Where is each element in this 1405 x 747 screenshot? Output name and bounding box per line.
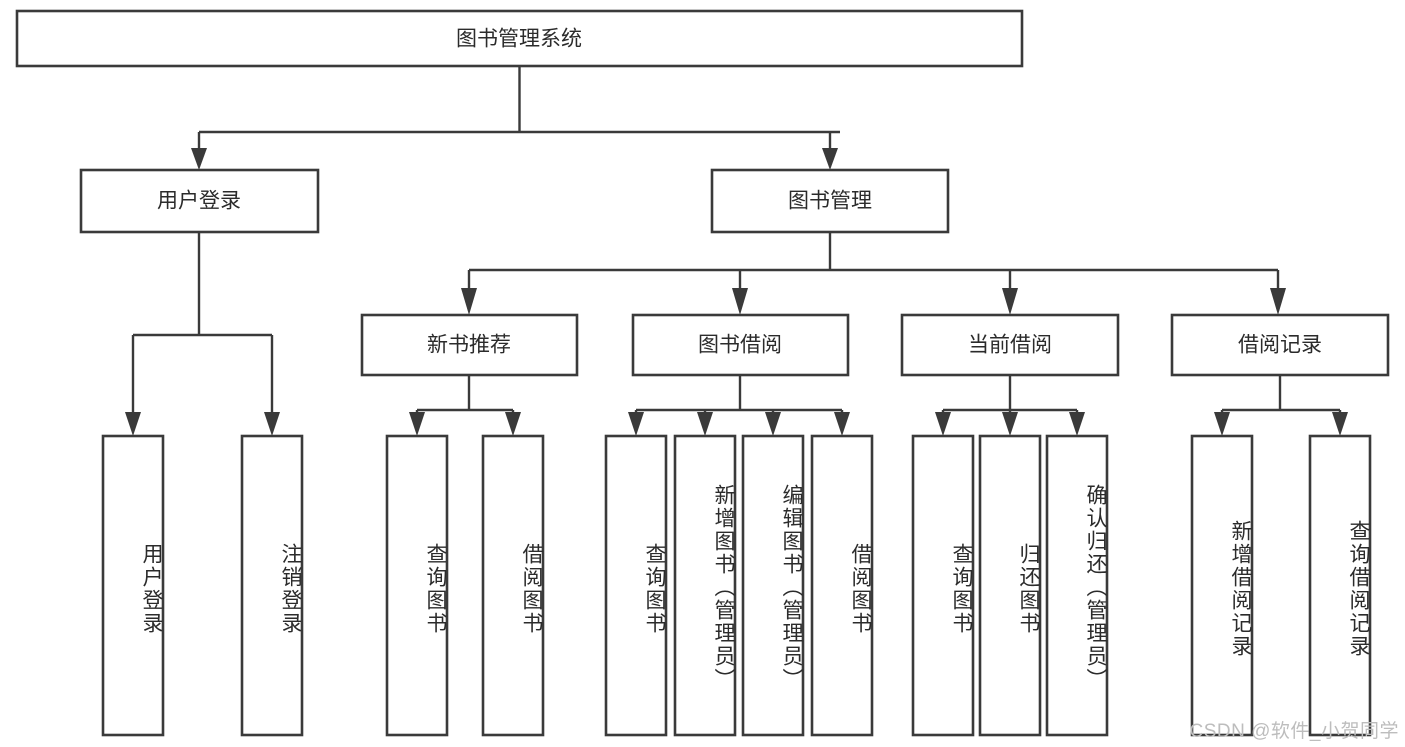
node-borrow-record-label: 借阅记录 [1238,334,1322,357]
arrow-record-leaf-1 [1214,412,1230,436]
node-book-management[interactable]: 图书管理 [710,168,950,234]
connector-group-root [191,66,840,170]
node-root-box[interactable] [15,9,1024,68]
arrow-book-to-record [1270,288,1286,315]
node-user-login-box[interactable] [79,168,320,234]
arrow-new-leaf-1 [409,412,425,436]
leaf-box-current-borrow-2[interactable] [978,434,1042,737]
node-book-borrow-label: 图书借阅 [698,334,782,357]
node-new-book-recommend-box[interactable] [360,313,579,377]
leaf-box-user-login-2[interactable] [240,434,304,737]
arrow-borrow-leaf-3 [765,412,781,436]
node-root-label: 图书管理系统 [456,28,582,51]
node-current-borrow-box[interactable] [900,313,1120,377]
node-book-management-box[interactable] [710,168,950,234]
leaf-boxes-borrow-record [1190,434,1372,737]
arrow-book-to-current [1002,288,1018,315]
leaf-box-book-borrow-3[interactable] [741,434,805,737]
arrow-current-leaf-2 [1002,412,1018,436]
leaf-box-current-borrow-3[interactable] [1045,434,1109,737]
connector-group-user-login [125,232,280,436]
leaf-boxes-user-login [101,434,304,737]
arrow-borrow-leaf-1 [628,412,644,436]
csdn-watermark: CSDN @软件_小贺同学 [1189,721,1399,742]
arrow-root-to-user [191,148,207,170]
leaf-box-book-borrow-1[interactable] [604,434,668,737]
connector-group-new-book [409,375,521,436]
arrow-book-to-borrow [732,288,748,315]
arrow-new-leaf-2 [505,412,521,436]
arrow-borrow-leaf-4 [834,412,850,436]
leaf-box-book-borrow-4[interactable] [810,434,874,737]
leaf-box-borrow-record-1[interactable] [1190,434,1254,737]
node-current-borrow[interactable]: 当前借阅 [900,313,1120,377]
leaf-box-book-borrow-2[interactable] [673,434,737,737]
leaf-box-new-book-2[interactable] [481,434,545,737]
node-user-login-label: 用户登录 [157,190,241,213]
node-root[interactable]: 图书管理系统 [15,9,1024,68]
leaf-boxes-book-borrow [604,434,874,737]
arrow-record-leaf-2 [1332,412,1348,436]
arrow-current-leaf-1 [935,412,951,436]
leaf-box-current-borrow-1[interactable] [911,434,975,737]
node-borrow-record[interactable]: 借阅记录 [1170,313,1390,377]
node-borrow-record-box[interactable] [1170,313,1390,377]
node-current-borrow-label: 当前借阅 [968,334,1052,357]
connector-group-book-manage [461,232,1286,315]
leaf-box-borrow-record-2[interactable] [1308,434,1372,737]
node-book-management-label: 图书管理 [788,190,872,213]
arrow-borrow-leaf-2 [697,412,713,436]
connector-group-current-borrow [935,375,1085,436]
arrow-current-leaf-3 [1069,412,1085,436]
arrow-user-leaf-2 [264,412,280,436]
node-new-book-recommend-label: 新书推荐 [427,334,511,357]
connector-group-book-borrow [628,375,850,436]
arrow-user-leaf-1 [125,412,141,436]
node-new-book-recommend[interactable]: 新书推荐 [360,313,579,377]
arrow-book-to-new [461,288,477,315]
node-user-login[interactable]: 用户登录 [79,168,320,234]
connector-group-borrow-record [1214,375,1348,436]
leaf-box-user-login-1[interactable] [101,434,165,737]
node-book-borrow-box[interactable] [631,313,850,377]
leaf-boxes-new-book [385,434,545,737]
node-book-borrow[interactable]: 图书借阅 [631,313,850,377]
leaf-box-new-book-1[interactable] [385,434,449,737]
arrow-root-to-book [822,148,838,170]
leaf-boxes-current-borrow [911,434,1109,737]
